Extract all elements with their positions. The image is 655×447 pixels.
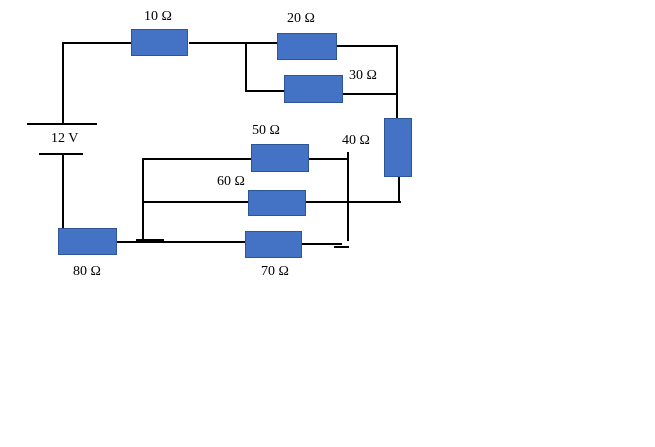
battery-label: 12 V xyxy=(51,131,79,146)
wire-r10-to-r20 xyxy=(189,42,277,44)
resistor-20-body xyxy=(277,33,337,60)
wire-branch-to-r30 xyxy=(245,90,284,92)
wire-bottom-r80-to-r70 xyxy=(117,241,245,243)
wire-right-parallel-junction-vertical xyxy=(347,152,349,241)
resistor-50-label: 50 Ω xyxy=(252,123,280,138)
resistor-60-body xyxy=(248,190,306,216)
wire-r60-right xyxy=(306,201,401,203)
resistor-10-label: 10 Ω xyxy=(144,9,172,24)
wire-r50-right xyxy=(309,158,349,160)
wire-r40-bottom-vertical xyxy=(398,177,400,202)
resistor-80-label: 80 Ω xyxy=(73,264,101,279)
resistor-30-label: 30 Ω xyxy=(349,68,377,83)
resistor-20-label: 20 Ω xyxy=(287,11,315,26)
resistor-50-body xyxy=(251,144,309,172)
resistor-10-body xyxy=(131,29,188,56)
wire-bottom-overlap-tick xyxy=(136,239,164,241)
wire-top-left xyxy=(62,42,131,44)
resistor-30-body xyxy=(284,75,343,103)
wire-r50-left xyxy=(142,158,252,160)
resistor-80-body xyxy=(58,228,117,255)
wire-r60-left xyxy=(142,201,248,203)
resistor-60-label: 60 Ω xyxy=(217,174,245,189)
resistor-70-body xyxy=(245,231,302,258)
wire-left-top-vertical xyxy=(62,42,64,124)
resistor-70-label: 70 Ω xyxy=(261,264,289,279)
wire-r20-right xyxy=(337,45,397,47)
wire-battery-negative-plate xyxy=(39,153,83,155)
wire-r20-r30-junction-vertical xyxy=(245,43,247,91)
wire-r70-right-step xyxy=(334,246,349,248)
wire-r70-right xyxy=(302,243,342,245)
wire-r30-right xyxy=(343,93,397,95)
resistor-40-label: 40 Ω xyxy=(342,133,370,148)
wire-battery-bottom-vertical xyxy=(62,153,64,229)
wire-left-parallel-junction-vertical xyxy=(142,158,144,243)
resistor-40-body xyxy=(384,118,412,177)
wire-r40-top-vertical xyxy=(396,45,398,118)
